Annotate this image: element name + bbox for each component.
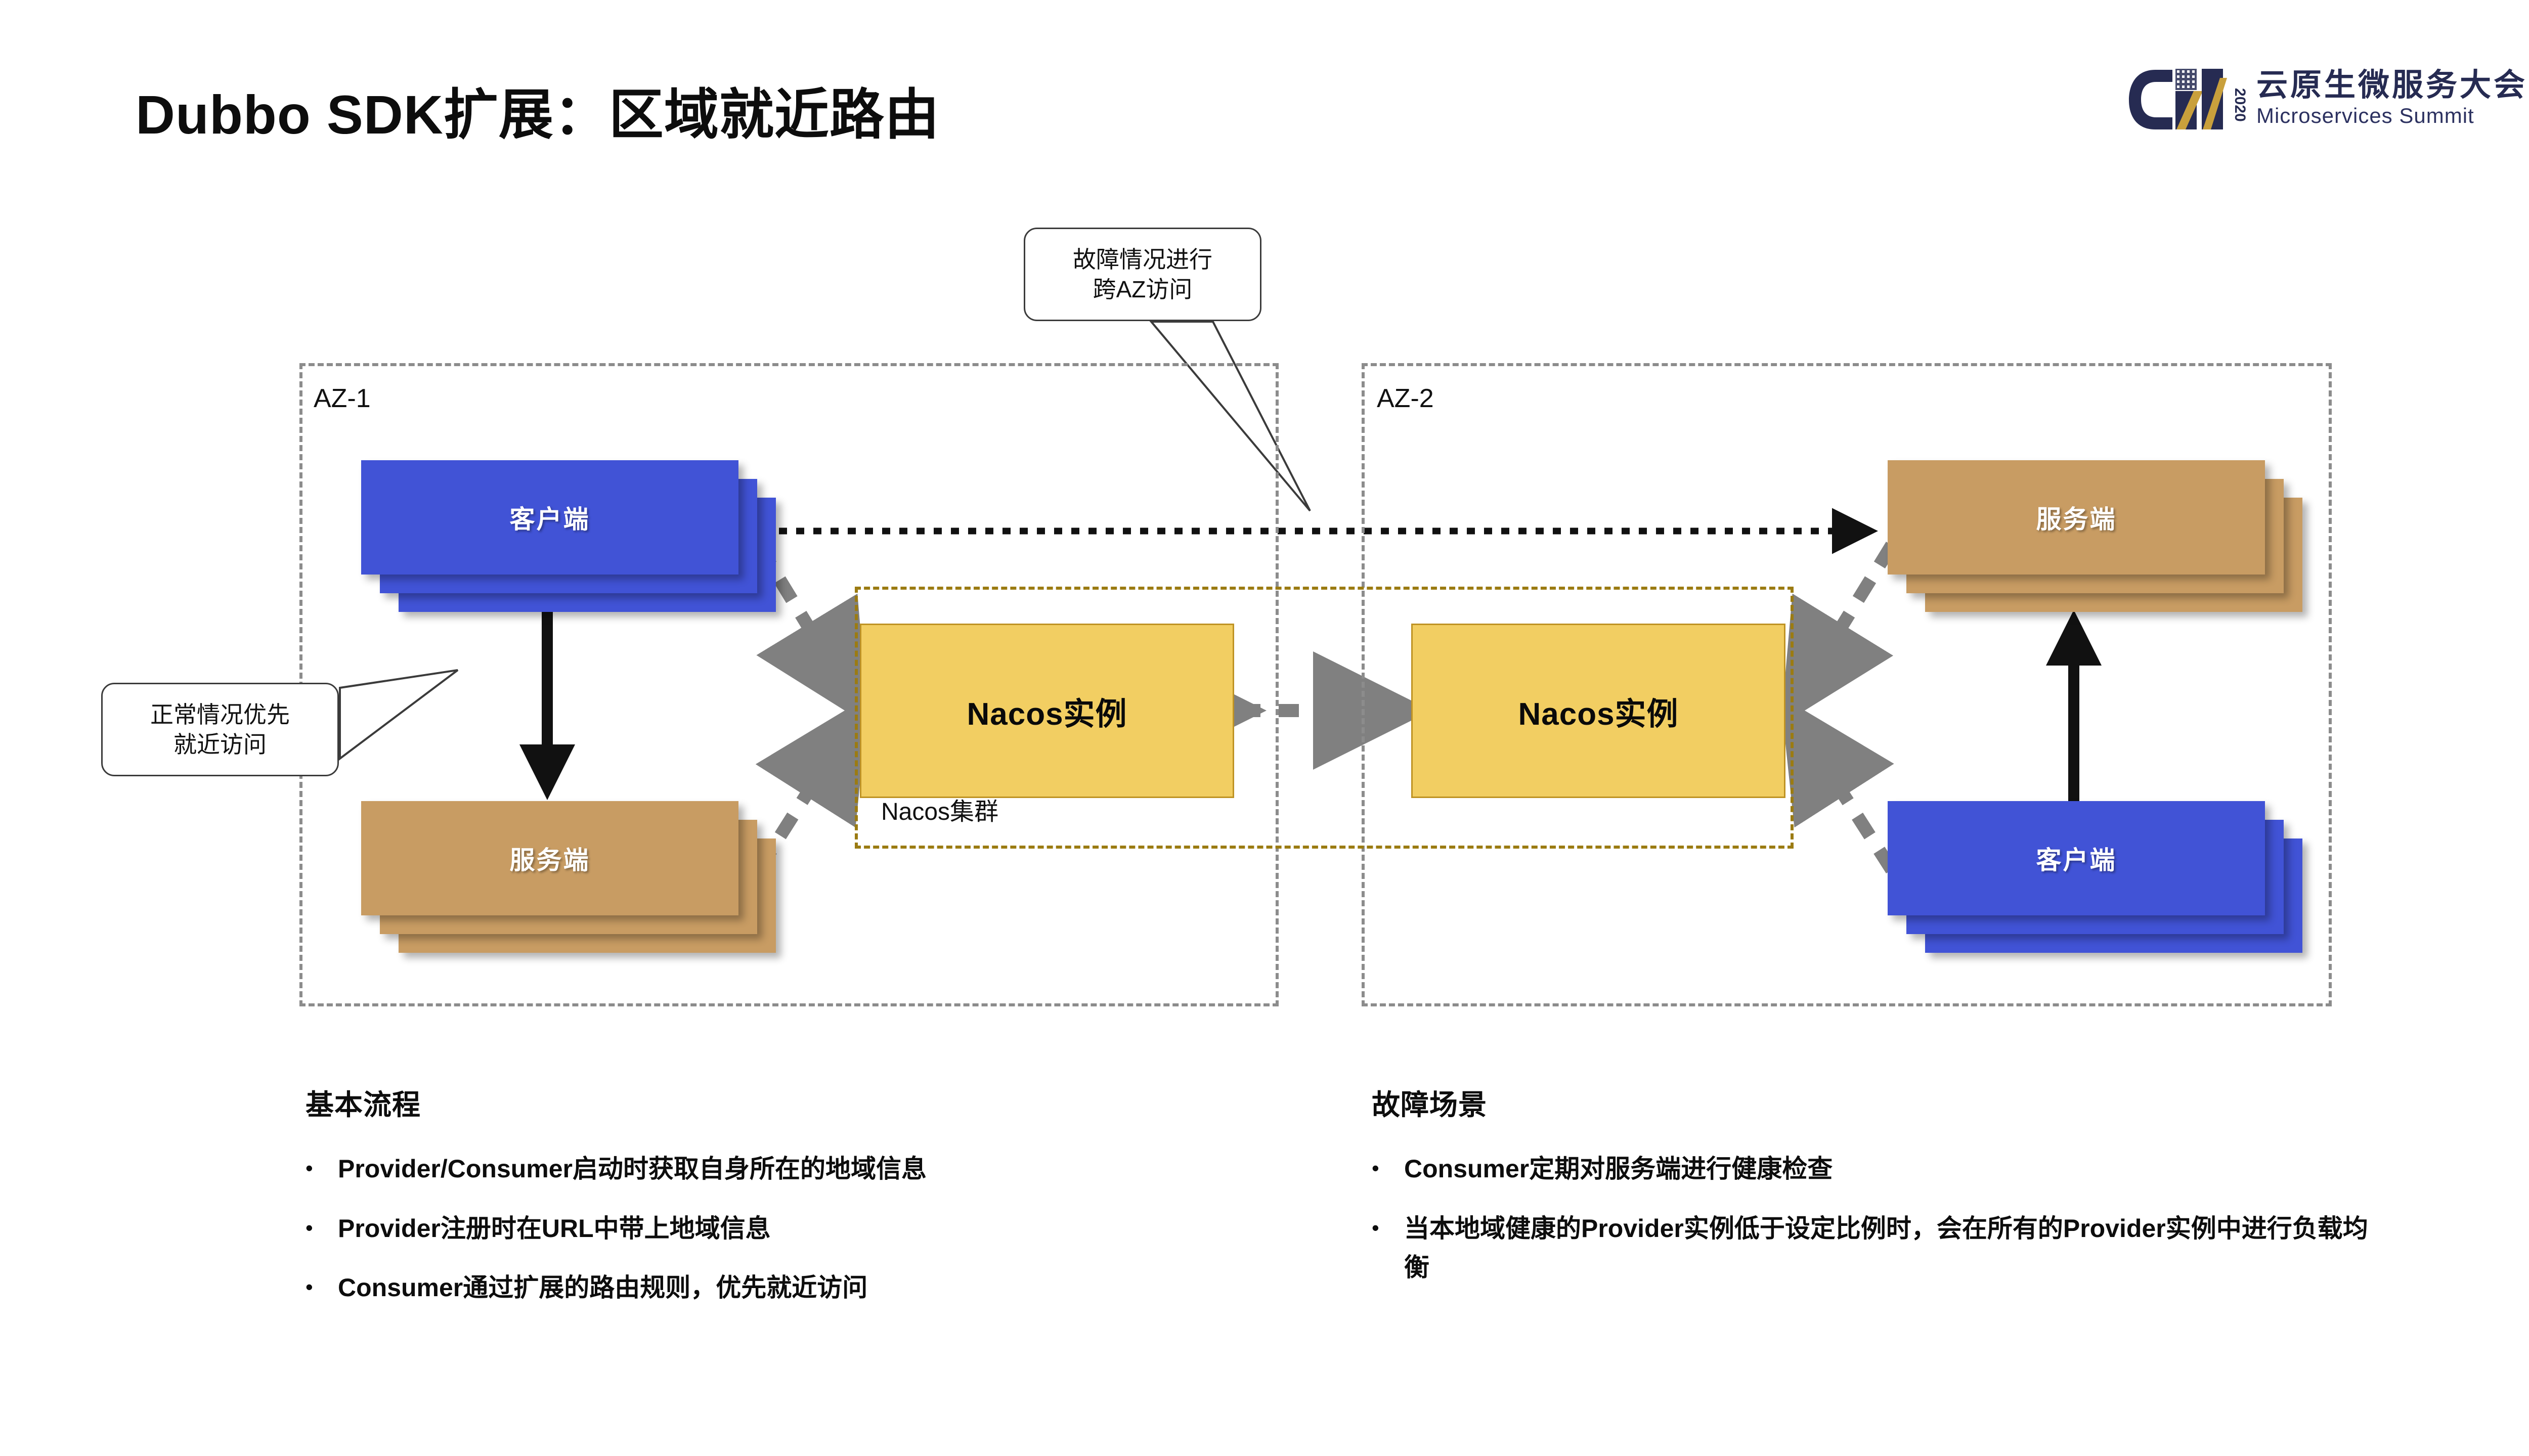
page-title: Dubbo SDK扩展：区域就近路由 <box>136 84 940 145</box>
list-item: • Provider注册时在URL中带上地域信息 <box>306 1209 1297 1249</box>
cn-monogram-icon: 2020 <box>2128 69 2247 129</box>
nacos-instance-2-box[interactable]: Nacos实例 <box>1411 624 1785 798</box>
list-item-text: Provider注册时在URL中带上地域信息 <box>338 1214 771 1243</box>
conference-logo: 2020 云原生微服务大会 Microservices Summit <box>2126 61 2527 137</box>
nacos-cluster-zone <box>855 587 1794 849</box>
list-item: • Consumer定期对服务端进行健康检查 <box>1372 1150 2383 1189</box>
az2-label: AZ-2 <box>1377 384 1434 413</box>
list-item: • Provider/Consumer启动时获取自身所在的地域信息 <box>306 1150 1297 1189</box>
az2-server-label: 服务端 <box>2036 505 2117 534</box>
logo-cn-name: 云原生微服务大会 <box>2256 68 2527 103</box>
stack-layer-front: 服务端 <box>361 801 738 915</box>
az1-client-label: 客户端 <box>509 505 590 534</box>
list-item-text: Consumer定期对服务端进行健康检查 <box>1404 1155 1833 1183</box>
bullet-icon: • <box>306 1215 313 1240</box>
nacos-instance-1-box[interactable]: Nacos实例 <box>860 624 1234 798</box>
list-item-text: Consumer通过扩展的路由规则，优先就近访问 <box>338 1273 868 1302</box>
fault-scenario-heading: 故障场景 <box>1372 1089 1487 1121</box>
list-item-text: 当本地域健康的Provider实例低于设定比例时，会在所有的Provider实例… <box>1404 1214 2368 1282</box>
nacos-cluster-label: Nacos集群 <box>881 799 999 825</box>
az1-server-stack[interactable]: 服务端 <box>361 801 776 953</box>
availability-zone-2 <box>1362 363 2332 1006</box>
notes-column-fault-scenario: 故障场景 • Consumer定期对服务端进行健康检查 • 当本地域健康的Pro… <box>1372 1082 2383 1308</box>
stack-layer-front: 客户端 <box>361 460 738 575</box>
basic-flow-heading: 基本流程 <box>306 1089 421 1121</box>
callout-normal-line1: 正常情况优先 <box>150 701 290 728</box>
callout-fault-line2: 跨AZ访问 <box>1093 276 1193 302</box>
az2-client-stack[interactable]: 客户端 <box>1888 801 2302 953</box>
bullet-icon: • <box>306 1156 313 1180</box>
az1-server-label: 服务端 <box>509 846 590 874</box>
list-item-text: Provider/Consumer启动时获取自身所在的地域信息 <box>338 1155 927 1183</box>
logo-en-name: Microservices Summit <box>2256 104 2474 128</box>
list-item: • 当本地域健康的Provider实例低于设定比例时，会在所有的Provider… <box>1372 1209 2383 1288</box>
callout-normal-line2: 就近访问 <box>173 731 267 758</box>
list-item: • Consumer通过扩展的路由规则，优先就近访问 <box>306 1268 1297 1308</box>
callout-fault-scenario: 故障情况进行 跨AZ访问 <box>1024 228 1261 321</box>
callout-fault-line1: 故障情况进行 <box>1073 246 1212 273</box>
callout-normal-scenario: 正常情况优先 就近访问 <box>101 683 339 776</box>
stack-layer-front: 客户端 <box>1888 801 2265 915</box>
notes-column-basic-flow: 基本流程 • Provider/Consumer启动时获取自身所在的地域信息 •… <box>306 1082 1297 1328</box>
bullet-icon: • <box>306 1275 313 1299</box>
az1-label: AZ-1 <box>314 384 371 413</box>
nacos-instance-1-label: Nacos实例 <box>967 696 1127 732</box>
az2-client-label: 客户端 <box>2036 846 2117 874</box>
az2-server-stack[interactable]: 服务端 <box>1888 460 2302 612</box>
stack-layer-front: 服务端 <box>1888 460 2265 575</box>
az1-client-stack[interactable]: 客户端 <box>361 460 776 612</box>
nacos-instance-2-label: Nacos实例 <box>1518 696 1679 732</box>
bullet-icon: • <box>1372 1215 1379 1240</box>
bullet-icon: • <box>1372 1156 1379 1180</box>
svg-text:2020: 2020 <box>2232 88 2247 122</box>
